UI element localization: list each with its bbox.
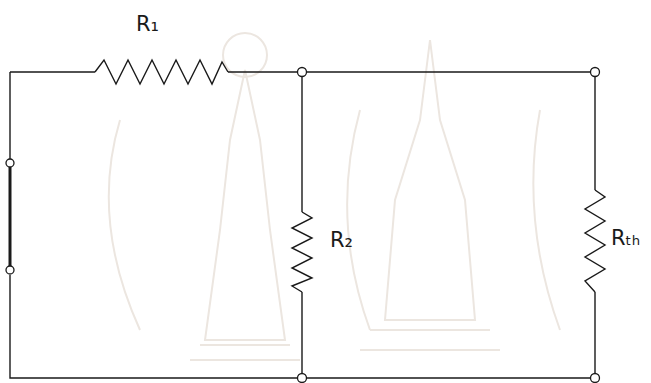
resistor-symbol — [95, 60, 228, 84]
resistor-symbol — [585, 190, 605, 292]
resistor-label: Rₜₕ — [611, 228, 640, 249]
terminal — [591, 68, 600, 77]
resistor-symbol — [292, 212, 312, 292]
wire — [10, 72, 595, 378]
terminal — [298, 68, 307, 77]
terminal — [298, 374, 307, 383]
terminal — [591, 374, 600, 383]
wire — [301, 77, 302, 373]
terminal — [6, 159, 14, 167]
terminal — [6, 266, 14, 274]
resistor-label: R₁ — [136, 14, 159, 35]
terminal-bar — [9, 165, 12, 270]
watermark — [109, 33, 560, 360]
wire — [594, 77, 595, 373]
resistor-label: R₂ — [330, 230, 353, 251]
